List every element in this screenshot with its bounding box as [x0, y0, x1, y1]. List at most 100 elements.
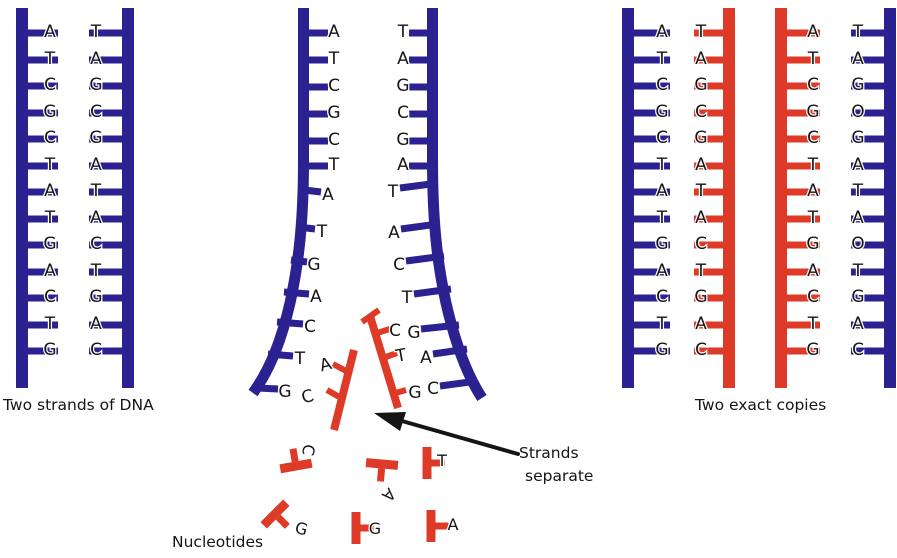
- base-rung: [694, 162, 723, 170]
- base-letter: G: [278, 382, 291, 402]
- base-rung: [694, 321, 723, 329]
- base-letter: A: [695, 314, 707, 334]
- nucleotide-piece: [426, 510, 449, 542]
- base-rung: [634, 294, 670, 302]
- base-rung: [634, 268, 670, 276]
- base-rung: [634, 82, 670, 90]
- base-letter: T: [90, 181, 102, 201]
- base-rung: [420, 321, 460, 333]
- base-rung: [28, 109, 58, 117]
- base-letter: A: [656, 22, 668, 42]
- incoming-base-letter: T: [393, 345, 408, 367]
- base-letter: A: [852, 208, 864, 228]
- base-letter: T: [807, 314, 819, 334]
- base-letter: T: [44, 49, 56, 69]
- base-letter: A: [695, 155, 707, 175]
- nucleotide-base-stub: [275, 514, 290, 529]
- base-rung: [432, 345, 468, 358]
- base-letter: G: [307, 255, 320, 275]
- base-letter: T: [852, 181, 864, 201]
- base-letter: A: [852, 49, 864, 69]
- base-rung: [28, 188, 58, 196]
- base-letter: G: [655, 102, 668, 122]
- base-rung: [851, 109, 884, 117]
- base-rung: [409, 56, 427, 64]
- base-letter: T: [656, 155, 668, 175]
- base-rung: [28, 29, 58, 37]
- base-letter: T: [328, 49, 340, 69]
- base-rung: [694, 135, 723, 143]
- base-rung: [89, 268, 122, 276]
- nucleotide-letter: A: [378, 484, 399, 505]
- base-letter: A: [397, 155, 409, 175]
- nucleotide-backbone: [260, 499, 290, 529]
- base-letter: T: [695, 181, 707, 201]
- base-letter: A: [90, 155, 102, 175]
- nucleotide-base-stub: [391, 387, 407, 397]
- base-letter: T: [44, 155, 56, 175]
- base-letter: A: [310, 287, 322, 307]
- nucleotide-backbone: [422, 447, 432, 479]
- base-letter: A: [656, 261, 668, 281]
- base-letter: T: [90, 22, 102, 42]
- base-letter: A: [90, 208, 102, 228]
- base-rung: [28, 82, 58, 90]
- base-rung: [787, 241, 820, 249]
- base-letter: G: [89, 287, 102, 307]
- base-letter: A: [90, 49, 102, 69]
- base-rung: [89, 215, 122, 223]
- base-rung: [694, 82, 723, 90]
- base-rung: [787, 29, 820, 37]
- base-rung: [399, 180, 432, 192]
- base-letter: A: [807, 261, 819, 281]
- nucleotide-letter: C: [298, 443, 319, 457]
- base-rung: [851, 162, 884, 170]
- base-rung: [851, 268, 884, 276]
- base-rung: [439, 377, 478, 390]
- base-letter: C: [90, 340, 102, 360]
- base-rung: [89, 135, 122, 143]
- base-letter: T: [387, 182, 399, 202]
- base-letter: G: [806, 340, 819, 360]
- base-rung: [409, 29, 427, 37]
- base-rung: [297, 223, 316, 233]
- base-rung: [28, 241, 58, 249]
- incoming-base-letter: G: [408, 383, 421, 403]
- nucleotide-backbone: [426, 510, 436, 542]
- base-rung: [694, 215, 723, 223]
- base-letter: G: [43, 102, 56, 122]
- base-letter: T: [90, 261, 102, 281]
- base-rung: [413, 285, 452, 298]
- base-letter: T: [807, 208, 819, 228]
- base-rung: [89, 56, 122, 64]
- base-rung: [89, 188, 122, 196]
- base-letter: T: [44, 208, 56, 228]
- base-letter: A: [44, 22, 56, 42]
- base-letter: G: [655, 340, 668, 360]
- strand-bar: [775, 8, 787, 388]
- base-letter: O: [851, 102, 864, 122]
- base-rung: [89, 109, 122, 117]
- nucleotide-piece: [351, 512, 374, 544]
- base-rung: [267, 350, 294, 360]
- nucleotide-backbone: [365, 458, 399, 470]
- base-letter: G: [89, 128, 102, 148]
- base-letter: A: [656, 181, 668, 201]
- base-letter: C: [852, 340, 864, 360]
- base-letter: A: [695, 208, 707, 228]
- base-letter: C: [90, 234, 102, 254]
- base-letter: T: [695, 261, 707, 281]
- base-letter: T: [401, 288, 413, 308]
- nucleotide-base-stub: [376, 326, 391, 336]
- base-rung: [787, 109, 820, 117]
- base-letter: A: [807, 181, 819, 201]
- base-rung: [787, 321, 820, 329]
- base-rung: [851, 82, 884, 90]
- base-letter: T: [656, 208, 668, 228]
- base-letter: T: [807, 49, 819, 69]
- base-letter: C: [656, 75, 668, 95]
- base-rung: [309, 162, 328, 170]
